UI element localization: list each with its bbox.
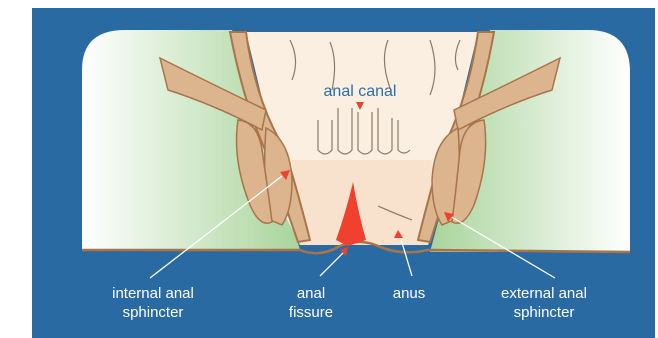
- anus-label: anus: [393, 285, 426, 302]
- anal-canal-label: anal canal: [324, 83, 397, 100]
- internal-sphincter-label-line1: internal anal: [112, 285, 194, 302]
- external-sphincter-label-line1: external anal: [501, 285, 587, 302]
- external-sphincter-label-line2: sphincter: [514, 304, 575, 321]
- anal-fissure-label-line2: fissure: [289, 304, 333, 321]
- anal-fissure-label-line1: anal: [297, 285, 325, 302]
- internal-sphincter-label-line2: sphincter: [123, 304, 184, 321]
